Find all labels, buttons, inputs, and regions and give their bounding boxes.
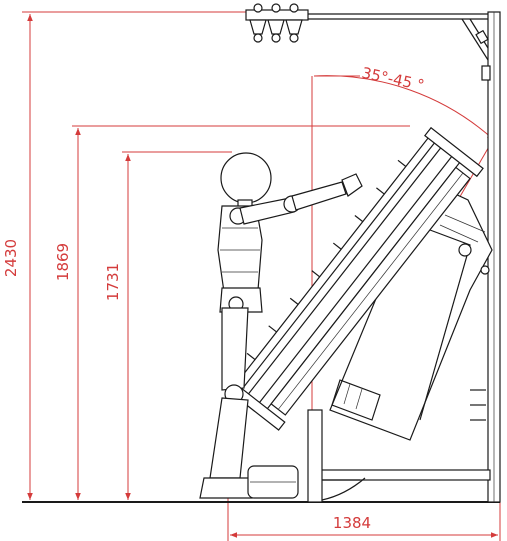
- lower-block: [331, 379, 381, 421]
- pivot-bolt-small: [480, 265, 490, 275]
- rib-3: [354, 215, 364, 223]
- housing-inner: [419, 229, 471, 421]
- pulley-body-1: [249, 19, 267, 35]
- pulley-body-3: [285, 19, 303, 35]
- label-shoulder-height: 1731: [104, 263, 122, 301]
- brace-clamp: [475, 29, 489, 45]
- head: [220, 152, 272, 204]
- rib-4: [332, 242, 342, 250]
- thigh: [221, 307, 249, 391]
- base-beam: [317, 469, 491, 481]
- pulley-bottom-1: [253, 33, 263, 43]
- frame: [22, 11, 501, 503]
- housing-line-1: [439, 224, 479, 243]
- label-tilt-angle: 35°-45 °: [360, 64, 426, 95]
- pulley-top-1: [253, 3, 263, 13]
- upper-bracket: [481, 65, 491, 81]
- housing-body: [329, 179, 493, 441]
- angle-arc: [313, 75, 495, 141]
- foot: [199, 477, 253, 499]
- pulley-top-2: [271, 3, 281, 13]
- pivot-bolt: [458, 243, 472, 257]
- machine-housing: [329, 179, 493, 441]
- rib-2: [376, 187, 385, 195]
- pulley-units: [245, 3, 309, 43]
- label-depth: 1384: [333, 514, 371, 532]
- lower-leg: [209, 397, 249, 479]
- pulley-unit-1: [245, 3, 309, 43]
- forearm: [291, 181, 347, 211]
- rib-5: [311, 270, 321, 278]
- lower-block-line-2: [355, 388, 363, 410]
- tilted-panel: [225, 126, 484, 431]
- brace-outer: [461, 18, 489, 61]
- panel-ribs: [246, 159, 407, 361]
- hand: [341, 173, 363, 197]
- panel-rail-3: [257, 154, 454, 405]
- pulley-body-2: [267, 19, 285, 35]
- pulley-bottom-3: [289, 33, 299, 43]
- label-reach-height: 1869: [54, 243, 72, 281]
- panel-top-cap: [424, 126, 484, 178]
- pulley-bottom-2: [271, 33, 281, 43]
- lower-block-line-1: [343, 383, 351, 405]
- label-overall-height: 2430: [2, 239, 20, 277]
- panel-back-line: [277, 172, 464, 410]
- leg-curve: [321, 477, 366, 501]
- rib-7: [268, 325, 277, 333]
- pulley-top-3: [289, 3, 299, 13]
- rib-1: [397, 159, 407, 167]
- rib-6: [289, 297, 299, 305]
- front-leg: [307, 409, 323, 503]
- panel-rail-2: [246, 146, 443, 396]
- panel-rail-1: [240, 141, 437, 391]
- human-figure: [199, 152, 363, 499]
- rib-8: [246, 352, 256, 361]
- housing-line-2: [444, 214, 486, 233]
